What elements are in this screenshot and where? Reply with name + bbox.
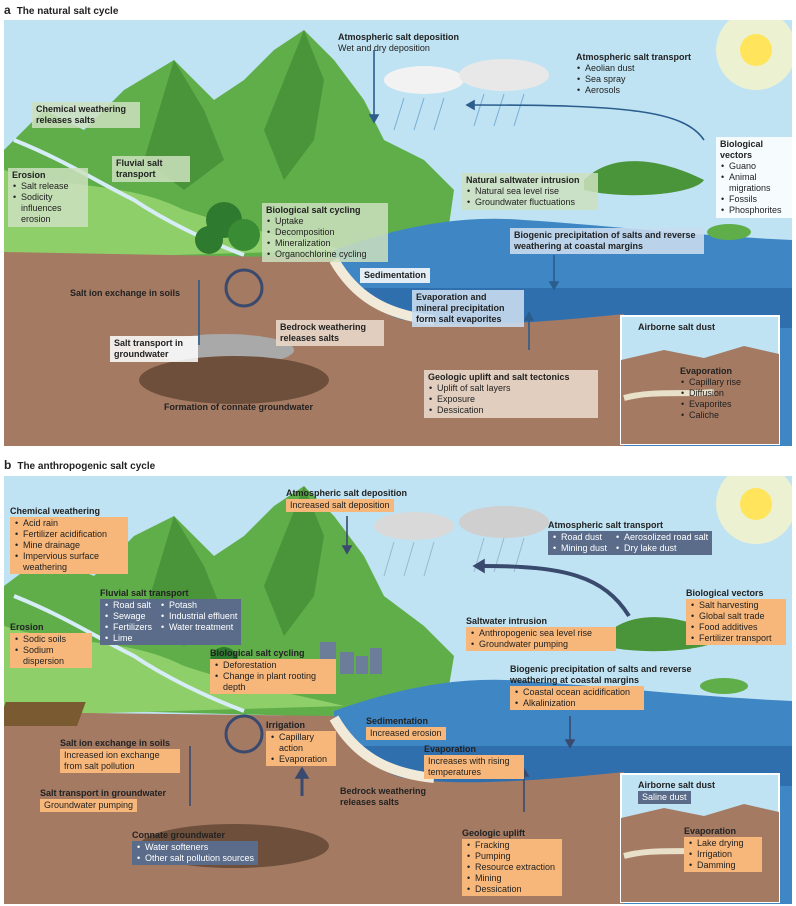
panel-b-title: b The anthropogenic salt cycle <box>4 458 155 472</box>
panel-b-illustration: Atmospheric salt deposition Increased sa… <box>4 476 792 904</box>
b-fluvial-label: Fluvial salt transport Road saltSewageFe… <box>100 588 242 645</box>
rain <box>393 93 525 131</box>
a-uplift-label: Geologic uplift and salt tectonics Uplif… <box>424 370 598 418</box>
small-island <box>707 224 751 240</box>
a-airborne-label: Airborne salt dust <box>638 322 716 332</box>
b-irrigation-label: Irrigation Capillary actionEvaporation <box>266 720 336 766</box>
b-bio-cycling-label: Biological salt cycling DeforestationCha… <box>210 648 336 694</box>
b-bio-vectors-label: Biological vectors Salt harvestingGlobal… <box>686 588 786 645</box>
a-sedimentation-label: Sedimentation <box>360 268 431 283</box>
a-ion-exchange-label: Salt ion exchange in soils <box>70 288 181 298</box>
sun-icon <box>716 20 792 90</box>
b-atm-deposition-label: Atmospheric salt deposition Increased sa… <box>286 488 408 512</box>
connate-groundwater <box>139 356 329 404</box>
island <box>584 161 704 196</box>
a-chem-weathering-label: Chemical weathering releases salts <box>32 102 140 128</box>
clouds <box>384 59 549 94</box>
a-connate-label: Formation of connate groundwater <box>164 402 314 412</box>
a-atm-deposition-label: Atmospheric salt deposition Wet and dry … <box>338 32 460 53</box>
b-biogenic-label: Biogenic precipitation of salts and reve… <box>510 664 694 710</box>
b-inset-evap-label: Evaporation Lake dryingIrrigationDamming <box>684 826 762 872</box>
a-fluvial-label: Fluvial salt transport <box>112 156 190 182</box>
a-inset-evap-label: Evaporation Capillary riseDiffusionEvapo… <box>680 366 741 421</box>
river <box>13 594 245 713</box>
a-biogenic-label: Biogenic precipitation of salts and reve… <box>510 228 704 254</box>
panel-b-title-text: The anthropogenic salt cycle <box>17 461 156 472</box>
a-gw-transport-label: Salt transport in groundwater <box>110 336 198 362</box>
panel-a-title-text: The natural salt cycle <box>16 6 119 17</box>
b-gw-transport-label: Salt transport in groundwater Groundwate… <box>40 788 167 812</box>
b-airborne-label: Airborne salt dust Saline dust <box>638 780 716 804</box>
sediment-layer <box>329 715 435 783</box>
b-atm-transport-label: Atmospheric salt transport Road dustMini… <box>548 520 713 555</box>
mountain-shadow <box>144 30 324 190</box>
b-evaporation-label: Evaporation Increases with rising temper… <box>424 744 524 779</box>
b-bedrock-label: Bedrock weathering releases salts <box>340 786 427 807</box>
a-bedrock-label: Bedrock weathering releases salts <box>276 320 384 346</box>
a-bio-vectors-label: Biological vectors GuanoAnimal migration… <box>716 137 794 218</box>
b-chem-weathering-label: Chemical weathering Acid rainFertilizer … <box>10 506 128 574</box>
b-intrusion-label: Saltwater intrusion Anthropogenic sea le… <box>466 616 616 651</box>
farm-field <box>4 702 86 726</box>
clouds <box>374 506 549 540</box>
cycling-arrow-icon <box>224 714 264 754</box>
flow-arrows <box>189 516 631 812</box>
cycling-arrow-icon <box>224 268 264 308</box>
b-uplift-label: Geologic uplift FrackingPumpingResource … <box>462 828 562 896</box>
b-sedimentation-label: Sedimentation Increased erosion <box>366 716 446 740</box>
b-ion-exchange-label: Salt ion exchange in soils Increased ion… <box>60 738 180 773</box>
b-atm-transport-box: Road dustMining dust Aerosolized road sa… <box>548 531 713 555</box>
a-bio-cycling-label: Biological salt cycling UptakeDecomposit… <box>262 203 388 262</box>
a-intrusion-label: Natural saltwater intrusion Natural sea … <box>462 173 598 210</box>
b-connate-label: Connate groundwater Water softenersOther… <box>132 830 259 865</box>
a-evaporation-label: Evaporation and mineral precipitation fo… <box>412 290 524 327</box>
forest <box>195 202 260 254</box>
b-erosion-label: Erosion Sodic soilsSodium dispersion <box>10 622 92 668</box>
small-island <box>700 678 748 694</box>
a-atm-transport-label: Atmospheric salt transport Aeolian dustS… <box>576 52 691 96</box>
panel-b-letter: b <box>4 458 12 472</box>
panel-a-title: a The natural salt cycle <box>4 3 118 17</box>
panel-a-illustration: Atmospheric salt deposition Wet and dry … <box>4 20 794 446</box>
flow-arrows <box>198 50 705 350</box>
a-erosion-label: Erosion Salt releaseSodicity influences … <box>8 168 88 227</box>
panel-a-letter: a <box>4 3 11 17</box>
sun-icon <box>716 476 792 544</box>
